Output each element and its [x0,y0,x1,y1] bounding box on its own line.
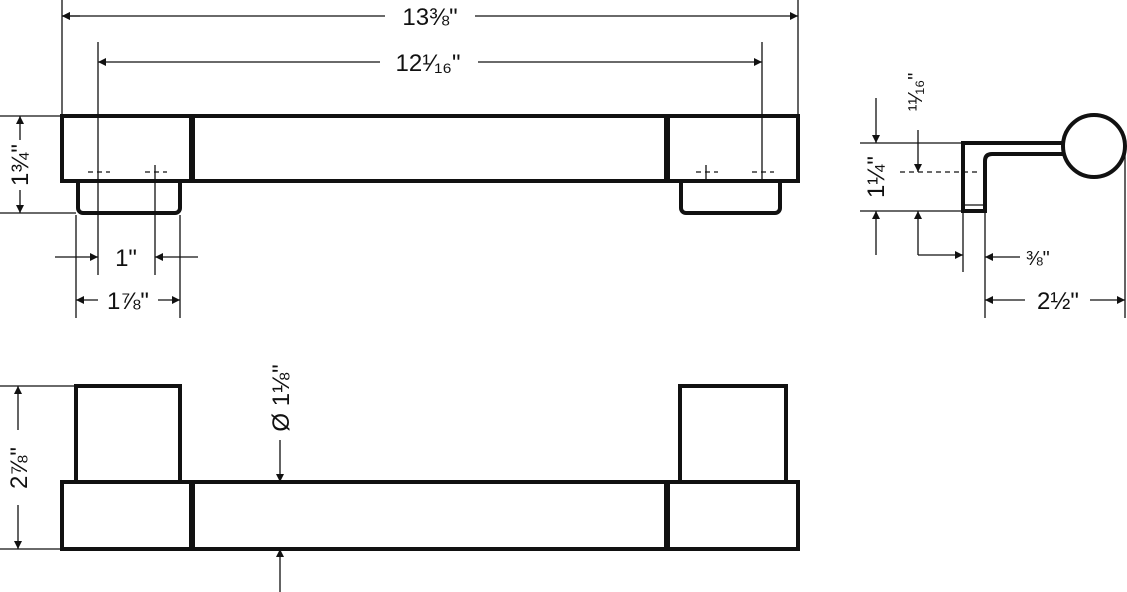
bar-section [1061,113,1127,179]
left-end-block [60,114,193,183]
front-bar-body [191,480,668,551]
side-view: 1¼" ¹¹⁄₁₆" ⅜" 2½" [860,73,1127,318]
dim-side-offset: ¹¹⁄₁₆" [905,73,927,112]
dim-projection: 2½" [1037,288,1079,315]
bar-body [191,114,668,183]
top-view: 13⅜" 12¹⁄₁₆" 1¾" 1" 1⅞" [0,0,800,318]
right-post [678,384,788,484]
front-view: 2⅞" Ø 1⅛" [0,364,800,592]
dim-foot-width: 1⅞" [107,288,149,315]
dim-height-top: 1¾" [7,144,34,186]
dim-side-height: 1¼" [863,156,890,198]
bracket-profile [961,141,1066,213]
dim-bar-diameter: Ø 1⅛" [268,364,295,431]
dim-hole-spacing: 1" [115,245,137,272]
dim-overall-length: 13⅜" [402,4,457,31]
dim-front-height: 2⅞" [6,447,33,489]
right-base-block [666,480,800,551]
left-post [74,384,182,484]
left-base-block [60,480,193,551]
right-end-block [666,114,800,183]
dim-wall-thickness: ⅜" [1026,248,1050,270]
dim-mounting-centers: 12¹⁄₁₆" [396,50,461,77]
